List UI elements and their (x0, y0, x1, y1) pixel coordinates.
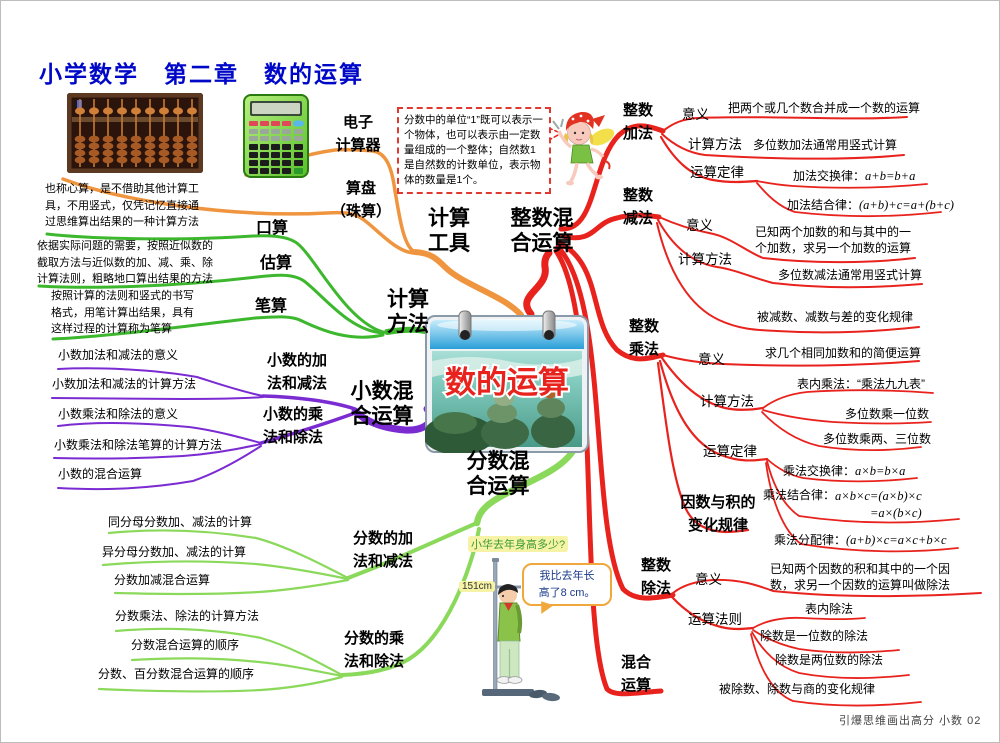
node-integer-subtraction: 整数 减法 (622, 187, 653, 227)
node-written-calc: 笔算 (255, 298, 288, 315)
desc-estimate: 依据实际问题的需要，按照近似数的截取方法与近似数的加、减、乘、除计算法则，粗略地… (37, 240, 213, 286)
law-formula: a×b×c=(a×b)×c =a×(b×c) (835, 489, 922, 520)
leaf-div-rule: 表内除法 (805, 602, 854, 616)
law-name: 加法结合律： (787, 198, 860, 212)
leaf-add-meaning: 把两个或几个数合并成一个数的运算 (728, 101, 921, 115)
key-mul-laws: 运算定律 (703, 444, 757, 459)
leaf-decimal: 小数的混合运算 (58, 467, 143, 481)
node-abacus: 算盘 （珠算） (330, 180, 391, 220)
desc-oral-calc: 也称心算，是不借助其他计算工具，不用竖式，仅凭记忆直接通过思维算出结果的一种计算… (45, 183, 199, 229)
node-decimal-muldiv: 小数的乘 法和除法 (262, 406, 323, 446)
node-electronic-calculator: 电子 计算器 (335, 114, 381, 154)
leaf-decimal: 小数乘法和除法的意义 (58, 407, 179, 421)
leaf-add-law2: 加法结合律：(a+b)+c=a+(b+c) (787, 197, 954, 214)
leaf-decimal: 小数乘法和除法笔算的计算方法 (54, 438, 223, 452)
page-title: 小学数学 第二章 数的运算 (39, 61, 364, 87)
leaf-div-rule: 除数是一位数的除法 (760, 629, 869, 643)
law-formula: a×b=b×a (855, 464, 906, 478)
leaf-decimal: 小数加法和减法的意义 (58, 348, 179, 362)
calculator-image (243, 94, 309, 178)
key-add-meaning: 意义 (682, 107, 709, 122)
law-formula: a+b=b+a (865, 169, 916, 183)
leaf-mul-method: 多位数乘一位数 (845, 407, 930, 421)
leaf-sub-meaning: 已知两个加数的和与其中的一 个加数，求另一个加数的运算 (755, 225, 912, 255)
node-fraction-addsub: 分数的加 法和减法 (352, 530, 413, 570)
law-name: 乘法结合律： (763, 488, 836, 502)
node-integer-addition: 整数 加法 (622, 102, 653, 142)
leaf-mul-law3: 乘法分配律：(a+b)×c=a×c+b×c (774, 532, 947, 549)
leaf-mul-law2: 乘法结合律：a×b×c=(a×b)×c =a×(b×c) (763, 488, 922, 521)
leaf-fraction: 分数乘法、除法的计算方法 (115, 609, 260, 623)
leaf-div-meaning: 已知两个因数的积和其中的一个因 数，求另一个因数的运算叫做除法 (770, 562, 951, 592)
node-mixed-operations: 混合 运算 (620, 654, 651, 694)
speech-bubble: 我比去年长 高了8 cm。 (522, 563, 612, 606)
leaf-add-law1: 加法交换律：a+b=b+a (793, 168, 915, 185)
center-node-label-svg: 数的运算 (445, 365, 569, 400)
leaf-mul-meaning: 求几个相同加数和的简便运算 (765, 346, 922, 360)
node-oral-calc: 口算 (256, 220, 289, 237)
node-fraction-muldiv: 分数的乘 法和除法 (343, 630, 404, 670)
node-calc-tools: 计算 工具 (428, 207, 470, 255)
scene-height-mark: 151cm (459, 581, 496, 592)
leaf-add-method: 多位数加法通常用竖式计算 (753, 138, 898, 152)
node-integer-division: 整数 除法 (640, 557, 671, 597)
abacus-image (67, 93, 203, 173)
key-sub-meaning: 意义 (686, 218, 713, 233)
footer-caption: 引爆思维画出高分 小数 02 (839, 715, 982, 727)
leaf-mul-law1: 乘法交换律：a×b=b×a (783, 463, 905, 480)
purple-branch (51, 367, 435, 491)
node-integer-multiplication: 整数 乘法 (628, 318, 659, 358)
leaf-fraction: 分数、百分数混合运算的顺序 (98, 667, 255, 681)
key-sub-method: 计算方法 (678, 252, 732, 267)
height-measuring-scene-image (482, 558, 560, 702)
fairy-image (552, 111, 615, 186)
law-formula: (a+b)×c=a×c+b×c (846, 533, 947, 547)
law-name: 加法交换律： (793, 169, 866, 183)
leaf-fraction: 分数加减混合运算 (114, 573, 211, 587)
law-name: 乘法交换律： (783, 464, 856, 478)
node-integer-mixed: 整数混 合运算 (510, 207, 574, 255)
leaf-fraction: 分数混合运算的顺序 (131, 638, 240, 652)
leaf-div-rule: 被除数、除数与商的变化规律 (719, 682, 876, 696)
leaf-mul-method: 多位数乘两、三位数 (823, 432, 932, 446)
desc-written-calc: 按照计算的法则和竖式的书写格式，用笔计算出结果，具有这样过程的计算称为笔算 (51, 290, 194, 336)
law-formula: (a+b)+c=a+(b+c) (859, 198, 954, 212)
key-mul-method: 计算方法 (700, 394, 754, 409)
key-div-meaning: 意义 (695, 572, 722, 587)
leaf-fraction: 异分母分数加、减法的计算 (102, 545, 247, 559)
key-add-laws: 运算定律 (690, 165, 744, 180)
center-node-image: 数的运算 (425, 310, 589, 453)
callout-note: 分数中的单位“1”既可以表示一个物体，也可以表示由一定数量组成的一个整体；自然数… (397, 107, 551, 194)
node-factor-product-rule: 因数与积的 变化规律 (680, 494, 756, 534)
light-green-branch (97, 447, 577, 693)
leaf-decimal: 小数加法和减法的计算方法 (52, 377, 197, 391)
scene-question-text: 小华去年身高多少? (468, 536, 569, 552)
node-decimal-addsub: 小数的加 法和减法 (266, 352, 327, 392)
leaf-fraction: 同分母分数加、减法的计算 (108, 515, 253, 529)
node-fraction-mixed: 分数混 合运算 (466, 450, 530, 498)
node-calc-methods: 计算 方法 (387, 288, 429, 336)
node-estimate: 估算 (260, 255, 293, 272)
key-add-method: 计算方法 (688, 137, 742, 152)
law-name: 乘法分配律： (774, 533, 847, 547)
node-decimal-mixed: 小数混 合运算 (350, 380, 414, 428)
leaf-mul-method: 表内乘法：“乘法九九表” (797, 377, 925, 391)
leaf-sub-rule: 被减数、减数与差的变化规律 (757, 310, 914, 324)
key-div-rules: 运算法则 (688, 612, 742, 627)
leaf-div-rule: 除数是两位数的除法 (775, 653, 884, 667)
key-mul-meaning: 意义 (698, 352, 725, 367)
leaf-sub-method: 多位数减法通常用竖式计算 (778, 268, 923, 282)
